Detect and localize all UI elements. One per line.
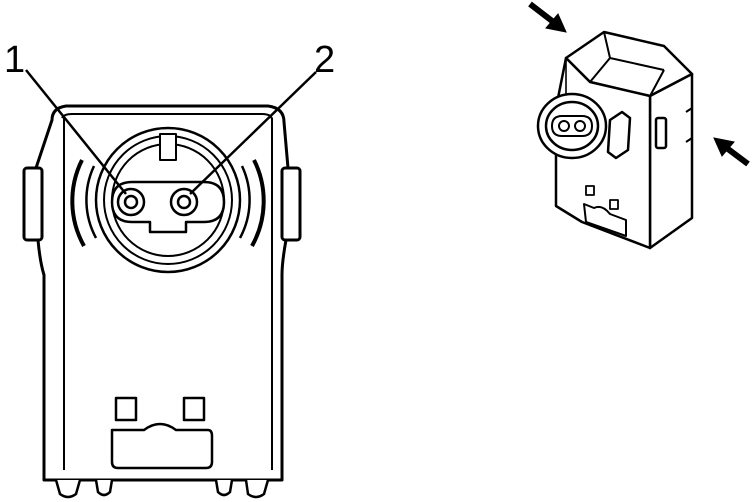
iso-top-bevel [589, 31, 665, 97]
pin-2-inner [176, 194, 192, 210]
callout-2: 2 [314, 39, 335, 81]
body-inner-edge [63, 118, 273, 470]
isometric-view [536, 30, 694, 250]
iso-pin-1 [558, 120, 570, 132]
iso-right-face [648, 72, 694, 250]
leader-1 [25, 69, 127, 195]
iso-front-latch [606, 110, 632, 160]
release-tab [110, 422, 214, 470]
iso-indicator-left [585, 185, 595, 196]
socket-outer-ring [94, 126, 242, 274]
callout-leaders [25, 69, 317, 195]
socket-arc-left [70, 159, 86, 247]
right-latch [280, 166, 302, 242]
left-latch [22, 166, 44, 242]
arrow-right [713, 137, 750, 167]
direction-arrows [528, 1, 750, 167]
front-view [22, 104, 302, 499]
iso-side-latch [654, 116, 668, 150]
indicator-square-left [114, 396, 138, 422]
iso-right-latch-edge [685, 107, 693, 143]
socket-arc-right [250, 159, 266, 247]
arrow-top-left [528, 1, 567, 33]
socket-key [159, 133, 177, 161]
iso-indicator-right [609, 199, 619, 210]
callout-1: 1 [4, 39, 25, 81]
leader-2 [189, 71, 317, 195]
socket-arc-left-inner [85, 165, 98, 239]
pin-1-inner [123, 194, 139, 210]
iso-release-tab [583, 203, 627, 237]
bottom-feet [54, 479, 270, 499]
socket-arc-right-inner [238, 165, 251, 239]
iso-pin-2 [574, 120, 586, 132]
indicator-square-right [182, 396, 206, 422]
